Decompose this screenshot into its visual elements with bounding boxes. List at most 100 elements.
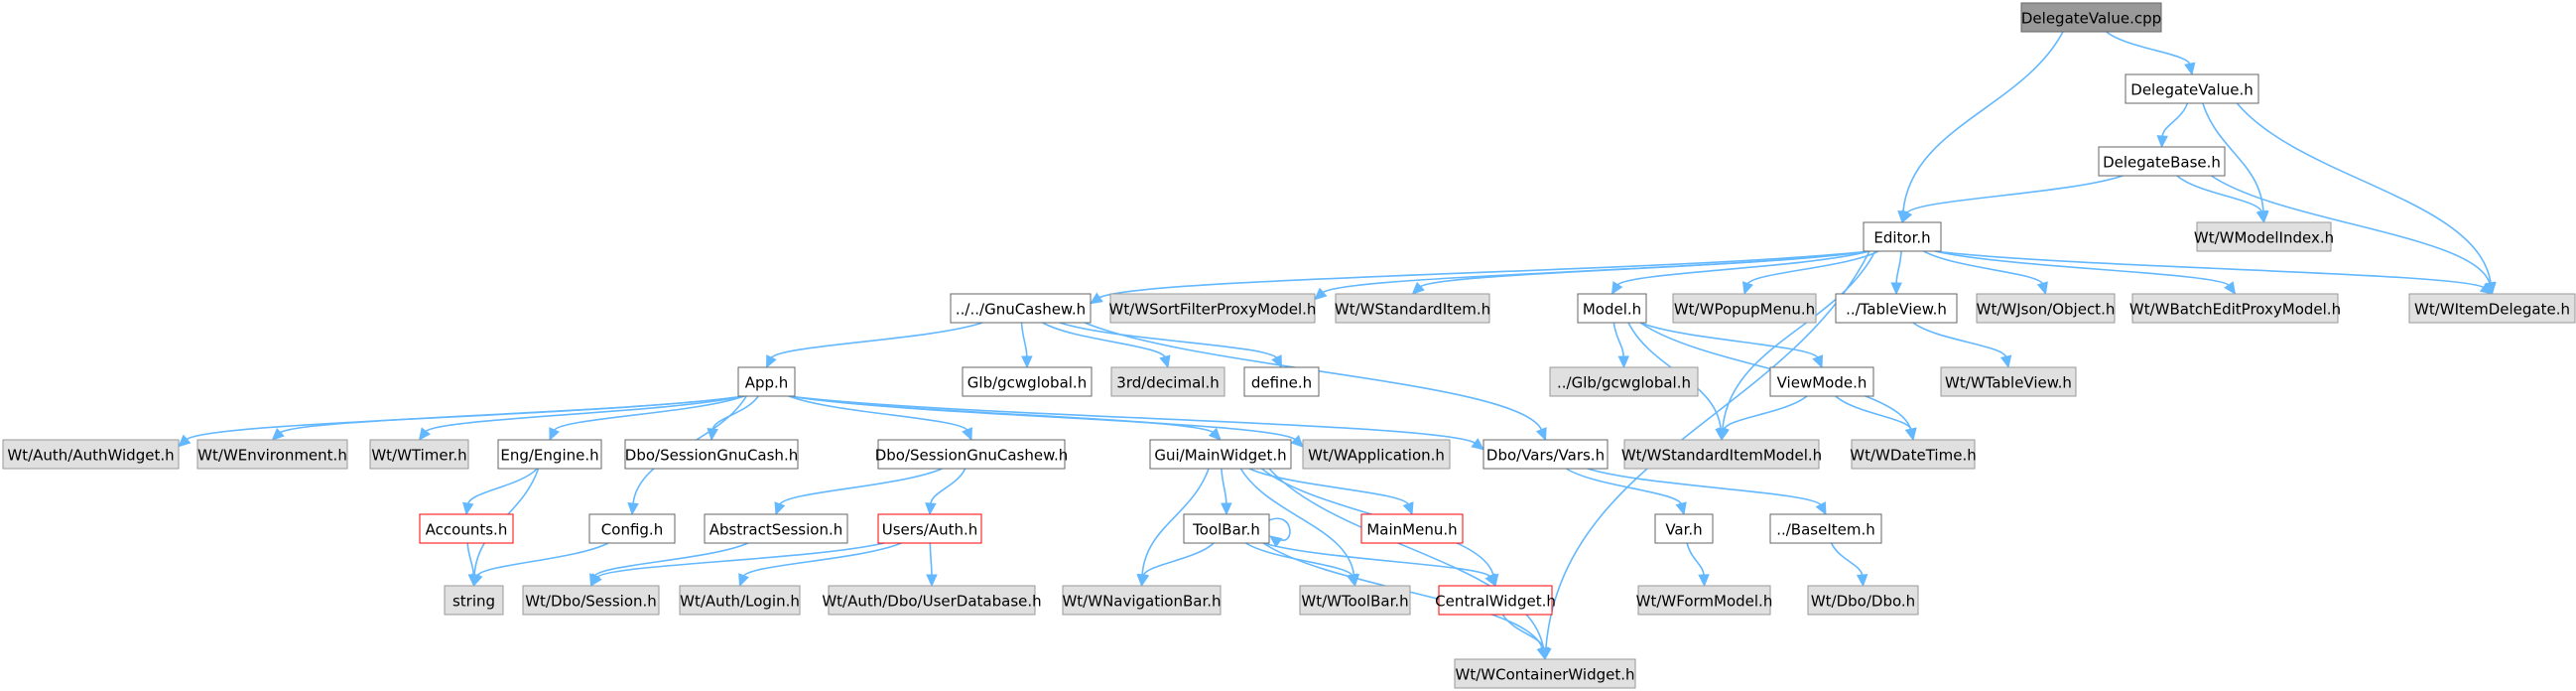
- edge-line: [475, 542, 609, 577]
- edge-vars-h-to-baseitem-h: [1587, 468, 1827, 516]
- node-label: ../../GnuCashew.h: [956, 301, 1086, 319]
- node-label: MainMenu.h: [1366, 521, 1457, 539]
- edge-app-h-to-engine-h: [549, 395, 745, 442]
- edge-arrowhead: [1221, 502, 1232, 516]
- node-glb-gcwglobal-h[interactable]: Glb/gcwglobal.h: [962, 366, 1093, 397]
- edge-arrowhead: [1538, 647, 1550, 661]
- edge-arrowhead: [1314, 287, 1328, 301]
- edge-app-h-to-wapplication-h: [788, 395, 1304, 449]
- node-baseitem-h[interactable]: ../BaseItem.h: [1769, 513, 1882, 544]
- node-define-h[interactable]: define.h: [1243, 366, 1320, 397]
- edge-line: [1262, 542, 1544, 650]
- node-box: [877, 513, 982, 544]
- node-label: Wt/WFormModel.h: [1636, 593, 1773, 611]
- node-viewmode-h[interactable]: ViewMode.h: [1769, 366, 1874, 397]
- edge-line: [1501, 614, 1545, 650]
- node-box: [196, 439, 348, 470]
- node-label: Wt/WNavigationBar.h: [1062, 593, 1221, 611]
- edge-arrowhead: [1269, 535, 1283, 548]
- node-config-h[interactable]: Config.h: [588, 513, 676, 544]
- node-wbatcheditproxymodel-h: Wt/WBatchEditProxyModel.h: [2129, 293, 2341, 324]
- node-toolbar-h[interactable]: ToolBar.h: [1183, 513, 1270, 544]
- node-label: string: [452, 593, 495, 611]
- node-accounts-h[interactable]: Accounts.h: [419, 513, 514, 544]
- node-box: [1769, 366, 1874, 397]
- edge-arrowhead: [2156, 135, 2168, 149]
- edge-line: [1239, 468, 1355, 577]
- node-box: [1335, 293, 1490, 324]
- node-label: Eng/Engine.h: [500, 447, 598, 465]
- edge-delegatevalue-h-to-witemdelegate-h: [2236, 102, 2497, 296]
- node-delegatebase-h[interactable]: DelegateBase.h: [2098, 146, 2226, 177]
- node-box: [1482, 439, 1609, 470]
- edge-arrowhead: [925, 502, 937, 516]
- node-box: [1654, 513, 1714, 544]
- edge-arrowhead: [926, 574, 938, 588]
- edge-line: [788, 395, 1477, 445]
- node-label: Gui/MainWidget.h: [1154, 447, 1286, 465]
- edge-line: [185, 395, 745, 441]
- node-vars-h[interactable]: Dbo/Vars/Vars.h: [1482, 439, 1609, 470]
- edge-arrowhead: [589, 573, 602, 587]
- node-wsortfilterproxymodel-h: Wt/WSortFilterProxyModel.h: [1109, 293, 1316, 324]
- edge-arrowhead: [1718, 427, 1730, 442]
- node-label: Wt/WEnvironment.h: [197, 447, 347, 465]
- edge-line: [1746, 250, 1879, 285]
- edge-line: [1934, 250, 2231, 287]
- edge-line: [1912, 322, 2007, 358]
- node-gnucashew-h[interactable]: ../../GnuCashew.h: [950, 293, 1092, 324]
- node-app-h[interactable]: App.h: [737, 366, 796, 397]
- edge-line: [593, 542, 749, 578]
- node-box: [1183, 513, 1270, 544]
- node-delegatevalue-cpp[interactable]: DelegateValue.cpp: [2020, 2, 2162, 33]
- edge-usersauth-h-to-wdbosession-h: [589, 542, 885, 587]
- node-sessiongnucashew-h[interactable]: Dbo/SessionGnuCashew.h: [875, 439, 1069, 470]
- edge-toolbar-h-to-wtoolbar-h: [1245, 542, 1358, 588]
- node-label: DelegateValue.h: [2130, 81, 2253, 99]
- edge-arrowhead: [2224, 281, 2237, 295]
- edge-arrowhead: [1905, 427, 1917, 442]
- edge-arrowhead: [1675, 501, 1687, 516]
- node-tableview-h[interactable]: ../TableView.h: [1835, 293, 1958, 324]
- edge-baseitem-h-to-wdbodbo-h: [1830, 542, 1868, 588]
- node-model-h[interactable]: Model.h: [1577, 293, 1647, 324]
- node-box: [1835, 293, 1958, 324]
- node-box: [704, 513, 848, 544]
- edge-arrowhead: [1698, 574, 1710, 588]
- node-centralwidget-h[interactable]: CentralWidget.h: [1435, 585, 1556, 616]
- node-var-h[interactable]: Var.h: [1654, 513, 1714, 544]
- node-box: [2, 439, 180, 470]
- node-delegatevalue-h[interactable]: DelegateValue.h: [2125, 73, 2259, 104]
- node-mainwidget-h[interactable]: Gui/MainWidget.h: [1149, 439, 1292, 470]
- edge-gnucashew-h-to-decimal-h: [1042, 322, 1171, 369]
- node-label: Wt/WJson/Object.h: [1977, 301, 2116, 319]
- node-label: Var.h: [1665, 521, 1702, 539]
- node-label: Wt/WTimer.h: [371, 447, 466, 465]
- node-wtableview-h: Wt/WTableView.h: [1940, 366, 2077, 397]
- edge-line: [1934, 250, 2486, 289]
- node-engine-h[interactable]: Eng/Engine.h: [497, 439, 602, 470]
- node-label: Wt/Dbo/Dbo.h: [1811, 593, 1915, 611]
- edge-arrowhead: [627, 501, 639, 516]
- node-editor-h[interactable]: Editor.h: [1863, 221, 1942, 252]
- edge-editor-h-to-model-h: [1610, 250, 1870, 296]
- edge-line: [1615, 250, 1870, 287]
- edge-arrowhead: [1535, 427, 1547, 442]
- edge-line: [553, 395, 745, 432]
- edge-arrowhead: [549, 427, 560, 442]
- edge-arrowhead: [1610, 281, 1623, 296]
- edge-gnucashew-h-to-vars-h: [1084, 322, 1547, 442]
- edge-mainwidget-h-to-mainmenu-h: [1248, 468, 1414, 516]
- node-sessiongnucash-h[interactable]: Dbo/SessionGnuCash.h: [624, 439, 799, 470]
- edge-line: [466, 468, 538, 505]
- node-mainmenu-h[interactable]: MainMenu.h: [1360, 513, 1464, 544]
- node-abstractsession-h[interactable]: AbstractSession.h: [704, 513, 848, 544]
- edge-arrowhead: [707, 427, 718, 442]
- node-label: Wt/WToolBar.h: [1301, 593, 1408, 611]
- node-label: Wt/WItemDelegate.h: [2414, 301, 2570, 319]
- edge-line: [1248, 468, 1410, 506]
- node-box: [679, 585, 801, 616]
- node-usersauth-h[interactable]: Users/Auth.h: [877, 513, 982, 544]
- node-box: [1863, 221, 1942, 252]
